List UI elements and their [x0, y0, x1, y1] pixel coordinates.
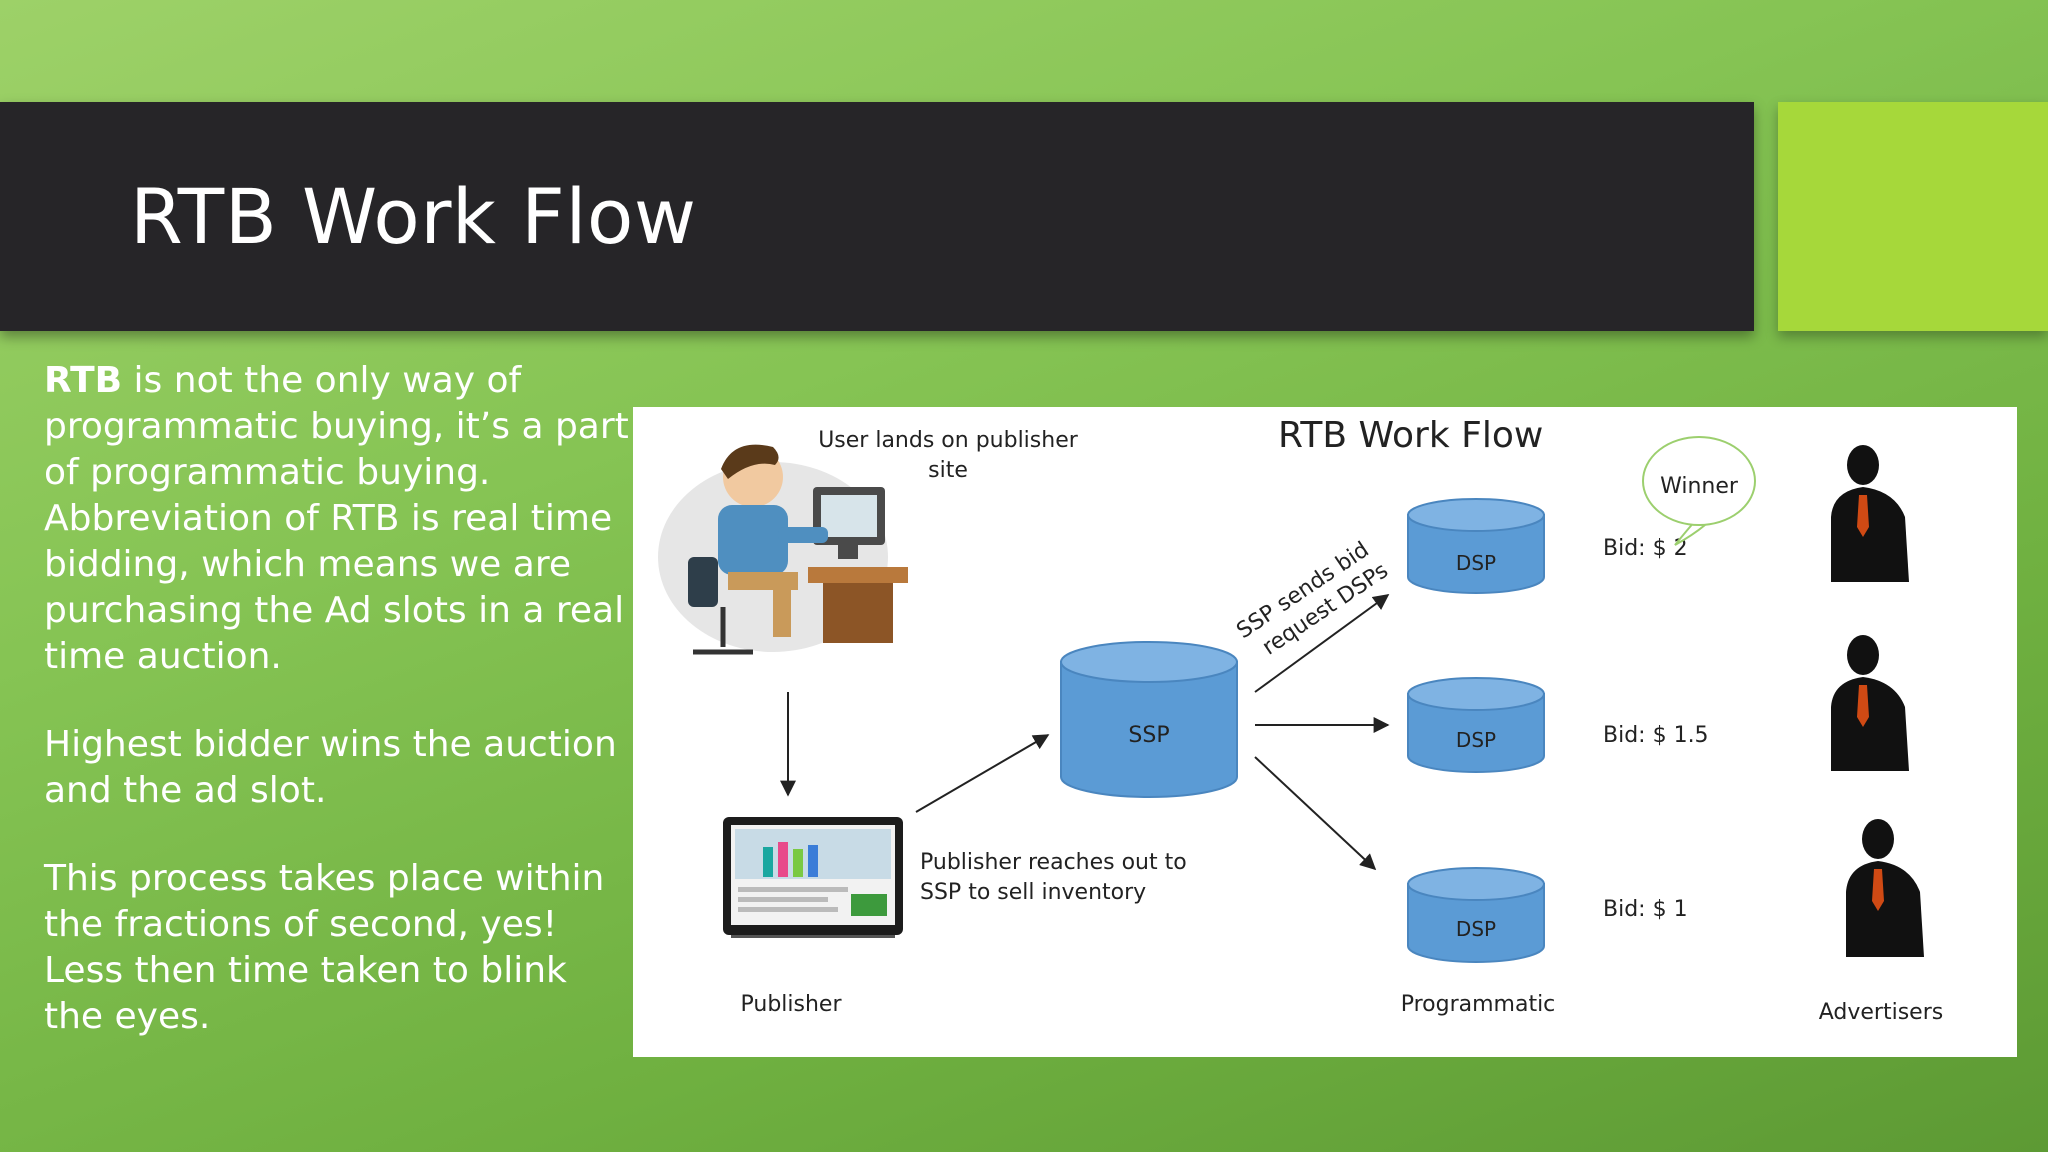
title-bar: RTB Work Flow [0, 102, 1754, 331]
publisher-label: Publisher [741, 992, 843, 1017]
paragraph-1-text: is not the only way of programmatic buyi… [44, 360, 629, 677]
dsp-label-2: DSP [1456, 728, 1496, 752]
advertiser-icon-1 [1831, 445, 1909, 582]
arrow-ssp-to-dsp-1 [1254, 594, 1390, 693]
user-computer-icon [658, 444, 908, 655]
accent-block [1778, 102, 2048, 331]
dsp-cylinder-2 [1407, 677, 1545, 773]
rtb-diagram-svg: RTB Work Flow User lands on publisher si… [658, 415, 1943, 1025]
dsp-label-1: DSP [1456, 551, 1496, 575]
paragraph-3: This process takes place within the frac… [44, 858, 605, 1037]
advertiser-icon-2 [1831, 635, 1909, 771]
publisher-reaches-label-1: Publisher reaches out to [920, 850, 1187, 875]
slide-body-text: RTB is not the only way of programmatic … [44, 358, 634, 1082]
dsp-label-3: DSP [1456, 917, 1496, 941]
bid-label-2: Bid: $ 1.5 [1603, 723, 1709, 748]
winner-label: Winner [1660, 474, 1739, 499]
advertisers-label: Advertisers [1819, 1000, 1943, 1025]
arrow-publisher-to-ssp [915, 734, 1050, 813]
paragraph-2: Highest bidder wins the auction and the … [44, 724, 617, 811]
paragraph-1: RTB is not the only way of programmatic … [44, 358, 634, 680]
user-lands-label-2: site [928, 458, 968, 483]
publisher-reaches-label-2: SSP to sell inventory [920, 880, 1146, 905]
dsp-cylinder-1 [1407, 498, 1545, 594]
ssp-label: SSP [1128, 723, 1169, 748]
rtb-diagram: RTB Work Flow User lands on publisher si… [633, 407, 2017, 1057]
publisher-laptop-icon [723, 817, 903, 938]
ssp-cylinder [1060, 641, 1238, 798]
winner-speech-bubble [1642, 436, 1756, 546]
arrow-ssp-to-dsp-3 [1254, 756, 1377, 871]
diagram-title: RTB Work Flow [1278, 415, 1543, 456]
advertiser-icon-3 [1846, 819, 1924, 957]
slide-title: RTB Work Flow [130, 172, 697, 261]
rtb-bold: RTB [44, 360, 123, 401]
bid-label-1: Bid: $ 2 [1603, 536, 1688, 561]
dsp-cylinder-3 [1407, 867, 1545, 963]
bid-label-3: Bid: $ 1 [1603, 897, 1688, 922]
user-lands-label-1: User lands on publisher [818, 428, 1079, 453]
programmatic-label: Programmatic [1401, 992, 1556, 1017]
